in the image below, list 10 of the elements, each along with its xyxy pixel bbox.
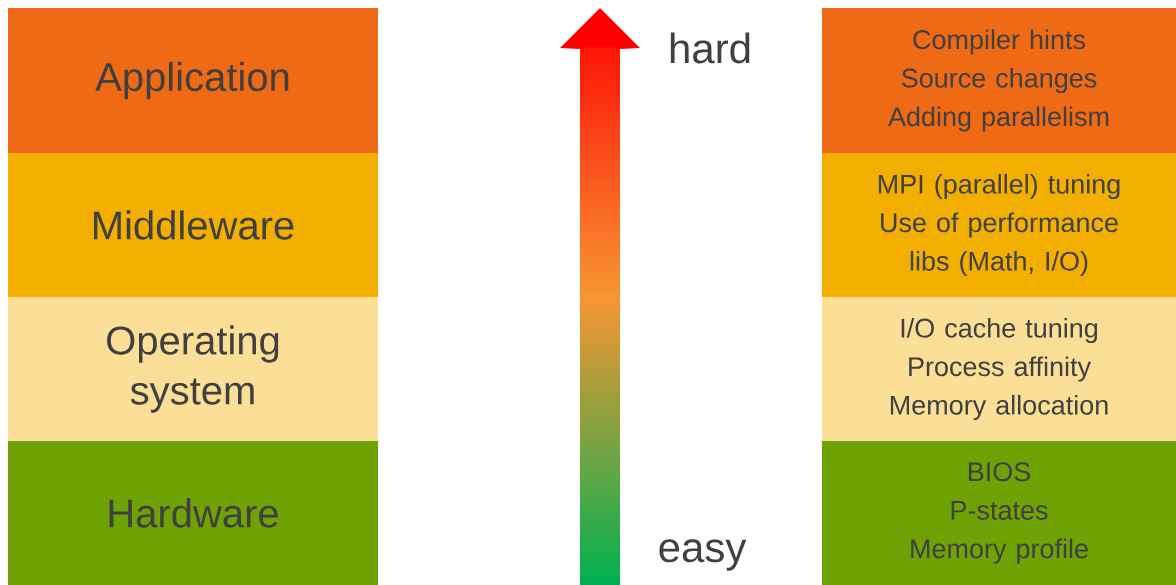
technique-box: BIOS P-states Memory profile — [822, 441, 1176, 585]
technique-box: Compiler hints Source changes Adding parallelism — [822, 8, 1176, 153]
scale-label: hard — [670, 32, 750, 64]
layer-box: Application — [8, 8, 378, 153]
scale-label: easy — [659, 539, 747, 571]
technique-box: I/O cache tuning Process affinity Memory allocation — [822, 297, 1176, 441]
layer-box: Hardware — [8, 441, 378, 585]
layer-box: Middleware — [8, 153, 378, 297]
technique-box: MPI (parallel) tuning Use of performance libs (Math, I/O) — [822, 153, 1176, 297]
layer-box: Operating system — [8, 297, 378, 441]
